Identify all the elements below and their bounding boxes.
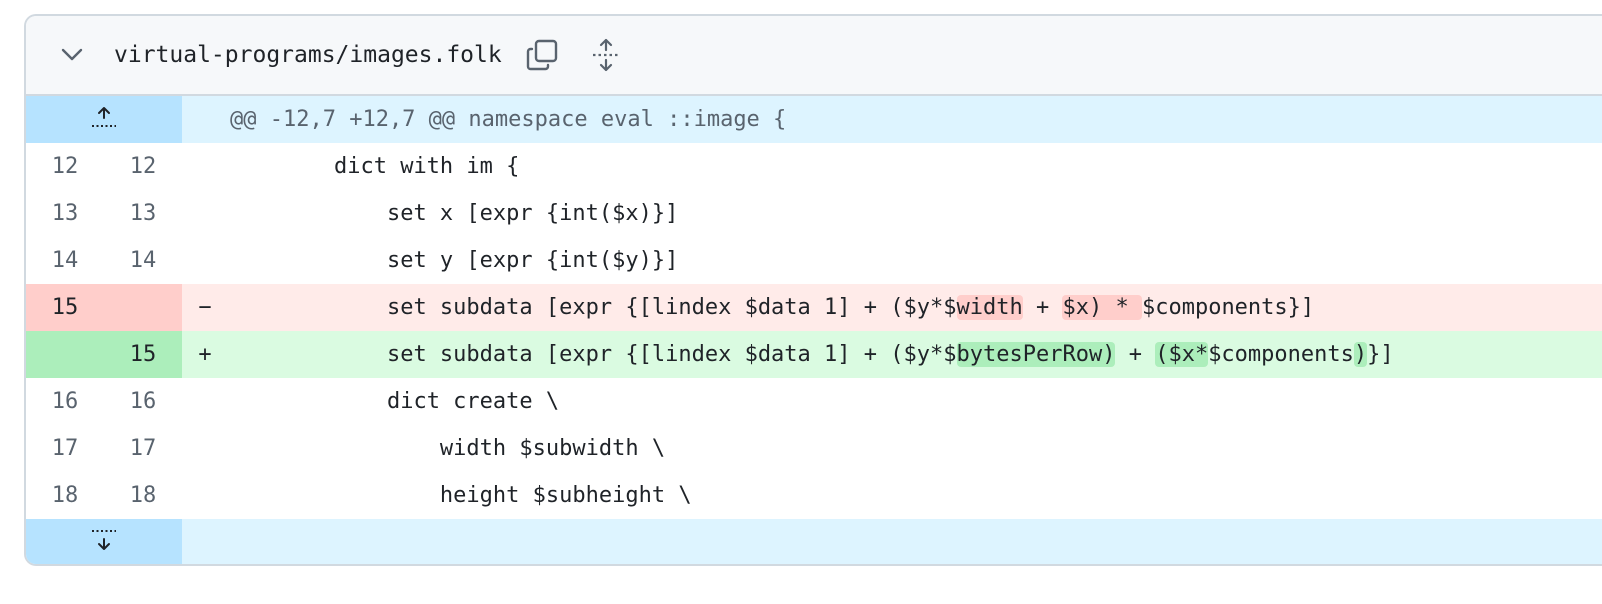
context-line: 14 14 set y [expr {int($y)}] — [26, 237, 1602, 284]
old-line-number[interactable]: 15 — [26, 284, 104, 331]
new-line-number[interactable] — [104, 284, 182, 331]
deletion-line: 15 − set subdata [expr {[lindex $data 1] … — [26, 284, 1602, 331]
expand-down-button[interactable] — [26, 519, 182, 564]
unfold-icon[interactable] — [586, 35, 626, 75]
code-token: $components — [1208, 342, 1354, 367]
indent — [228, 389, 387, 414]
indent — [228, 483, 440, 508]
old-line-number[interactable]: 18 — [51, 483, 79, 508]
indent — [228, 436, 440, 461]
code-token: }] — [1367, 342, 1394, 367]
hunk-header-row: @@ -12,7 +12,7 @@ namespace eval ::image… — [26, 96, 1602, 143]
new-line-number[interactable]: 15 — [104, 331, 182, 378]
new-line-number[interactable]: 13 — [129, 201, 157, 226]
changed-token: ($x* — [1155, 342, 1209, 367]
code-text: dict with im { — [333, 154, 520, 179]
code-text: dict create \ — [386, 389, 560, 414]
indent — [228, 154, 334, 179]
code-text: set y [expr {int($y)}] — [386, 248, 679, 273]
diff-file: virtual-programs/images.folk @@ — [24, 14, 1602, 566]
new-line-number[interactable]: 12 — [129, 154, 157, 179]
new-line-number[interactable]: 16 — [129, 389, 157, 414]
expand-up-icon — [89, 104, 119, 136]
indent — [228, 248, 387, 273]
new-line-number[interactable]: 14 — [129, 248, 157, 273]
code-token: set subdata [expr {[lindex $data 1] + ($… — [386, 295, 957, 320]
old-line-number[interactable]: 14 — [51, 248, 79, 273]
context-line: 18 18 height $subheight \ — [26, 472, 1602, 519]
code-text: set x [expr {int($x)}] — [386, 201, 679, 226]
old-line-number[interactable]: 12 — [51, 154, 79, 179]
changed-token: width — [956, 295, 1023, 320]
code-line: dict with im { — [228, 143, 1602, 190]
indent — [228, 201, 387, 226]
code-line: set subdata [expr {[lindex $data 1] + ($… — [228, 284, 1602, 331]
code-token: $components}] — [1141, 295, 1315, 320]
code-line: dict create \ — [228, 378, 1602, 425]
code-token: + — [1115, 342, 1156, 367]
changed-token: $x) * — [1062, 295, 1142, 320]
context-line: 17 17 width $subwidth \ — [26, 425, 1602, 472]
old-line-number[interactable]: 13 — [51, 201, 79, 226]
context-line: 12 12 dict with im { — [26, 143, 1602, 190]
addition-line: 15 + set subdata [expr {[lindex $data 1] … — [26, 331, 1602, 378]
code-line: set y [expr {int($y)}] — [228, 237, 1602, 284]
chevron-down-icon[interactable] — [52, 35, 92, 75]
file-path[interactable]: virtual-programs/images.folk — [114, 42, 502, 68]
code-line: width $subwidth \ — [228, 425, 1602, 472]
diff-sign: − — [198, 295, 212, 320]
hunk-footer-row — [26, 519, 1602, 564]
changed-token: bytesPerRow) — [956, 342, 1116, 367]
expand-down-icon — [89, 527, 119, 559]
context-line: 13 13 set x [expr {int($x)}] — [26, 190, 1602, 237]
old-line-number[interactable] — [26, 331, 104, 378]
code-text: height $subheight \ — [439, 483, 692, 508]
code-token: + — [1022, 295, 1063, 320]
expand-up-button[interactable] — [26, 96, 182, 143]
old-line-number[interactable]: 16 — [51, 389, 79, 414]
code-token: set subdata [expr {[lindex $data 1] + ($… — [386, 342, 957, 367]
indent — [228, 342, 387, 367]
file-header: virtual-programs/images.folk — [26, 16, 1602, 96]
code-line: set x [expr {int($x)}] — [228, 190, 1602, 237]
diff-sign: + — [198, 342, 212, 367]
code-line: height $subheight \ — [228, 472, 1602, 519]
copy-icon[interactable] — [522, 35, 562, 75]
code-text: width $subwidth \ — [439, 436, 666, 461]
context-line: 16 16 dict create \ — [26, 378, 1602, 425]
new-line-number[interactable]: 17 — [129, 436, 157, 461]
hunk-header-text: @@ -12,7 +12,7 @@ namespace eval ::image… — [230, 107, 787, 132]
old-line-number[interactable]: 17 — [51, 436, 79, 461]
indent — [228, 295, 387, 320]
changed-token: ) — [1353, 342, 1368, 367]
new-line-number[interactable]: 18 — [129, 483, 157, 508]
diff-lines: 12 12 dict with im { 13 13 set x [expr {int… — [26, 143, 1602, 519]
code-line: set subdata [expr {[lindex $data 1] + ($… — [228, 331, 1602, 378]
